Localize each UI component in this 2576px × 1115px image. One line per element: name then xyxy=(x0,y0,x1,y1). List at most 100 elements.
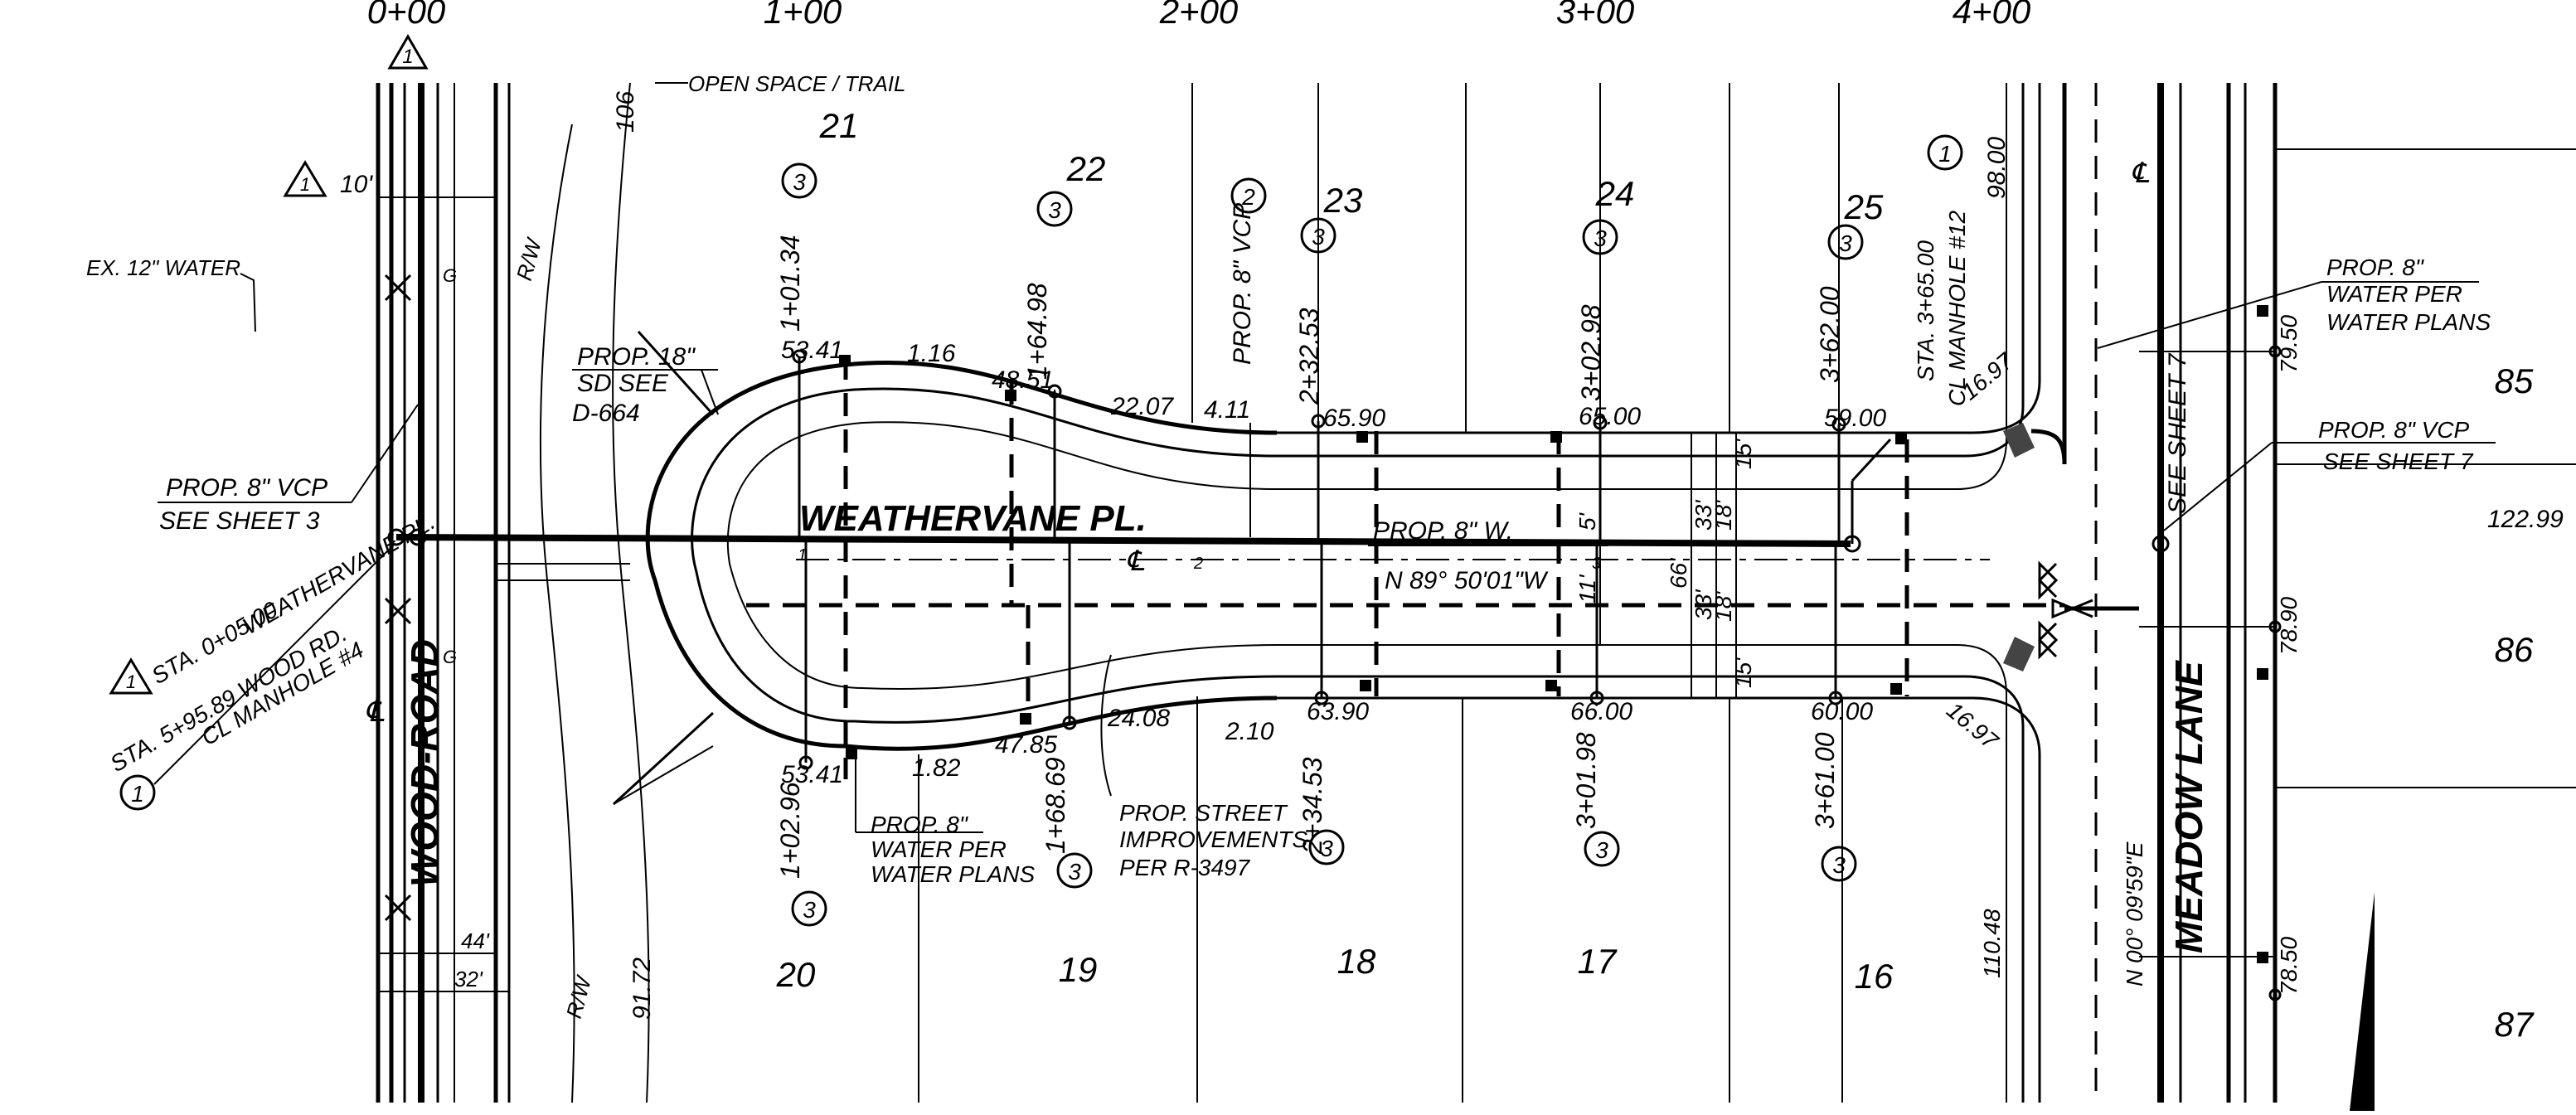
frontage-dim: 66.00 xyxy=(1570,698,1632,725)
width-dim-33: 33' xyxy=(1691,499,1716,531)
wood-road-linework: 10' 1 ℄ xyxy=(283,83,630,1103)
open-space-note: OPEN SPACE / TRAIL xyxy=(688,71,905,96)
lateral-station: 1+01.34 xyxy=(775,235,805,332)
frontage-dim: 1.82 xyxy=(912,754,961,782)
water-note-line3: WATER PLANS xyxy=(871,861,1035,887)
lateral-station: 3+61.00 xyxy=(1810,732,1840,829)
east-water-line2: WATER PER xyxy=(2326,281,2462,307)
lateral-callouts: 3 3 3 3 3 3 3 3 3 3 xyxy=(781,162,1864,927)
cl-station-tick: 1 xyxy=(798,546,807,565)
frontage-dim: 4.11 xyxy=(1204,396,1250,424)
revision-triangle-icon: 1 xyxy=(387,34,429,70)
lot-number: 87 xyxy=(2495,1005,2535,1044)
meter-box-icon xyxy=(839,355,851,366)
cl-station-tick: 2 xyxy=(1193,555,1203,573)
sta-end-line2: CL MANHOLE #12 xyxy=(1944,211,1970,406)
meadow-lane-linework: 79.50 78.90 78.50 SEE SHEET 7 N 00° 09'5… xyxy=(1979,83,2576,1111)
east-vcp-line2: SEE SHEET 7 xyxy=(2323,448,2474,474)
frontage-dim: 22.07 xyxy=(1110,393,1174,420)
north-arrow-icon xyxy=(2350,892,2375,1111)
lot-line-dim: 91.72 xyxy=(628,957,656,1020)
sd-note-line2: SD SEE xyxy=(577,370,669,397)
sewer-main xyxy=(387,438,1892,553)
vcp-note-line1: PROP. 8" VCP xyxy=(166,474,327,502)
start-station-note: 1 STA. 0+05.00 WEATHERVANE PL. STA. 5+95… xyxy=(106,508,439,811)
frontage-dim: 59.00 xyxy=(1824,405,1886,432)
width-dim-33: 33' xyxy=(1691,589,1716,620)
lateral-type-circle: 3 xyxy=(1832,852,1846,878)
frontage-dim: 53.41 xyxy=(781,761,843,788)
prop-water-label: PROP. 8" W. xyxy=(1373,517,1513,545)
manhole-start-icon xyxy=(409,528,427,546)
curb-ramp-icon xyxy=(2003,423,2035,458)
width-dim-18: 18' xyxy=(1710,590,1736,622)
width-dim-66: 66' xyxy=(1666,557,1691,589)
frontage-dim: 60.00 xyxy=(1811,698,1873,725)
south-lot-lines xyxy=(918,696,1843,1103)
centerline-symbol: ℄ xyxy=(2131,158,2150,189)
frontage-dim: 1.16 xyxy=(907,340,956,367)
width-dim-18: 18' xyxy=(1710,499,1736,531)
station-label: 0+00 xyxy=(367,0,446,31)
centerline-symbol: ℄ xyxy=(365,694,385,728)
lateral-station: 2+32.53 xyxy=(1294,308,1324,405)
south-lateral-labels: 1+02.96 1+68.69 2+34.53 3+01.98 3+61.00 xyxy=(775,732,1840,879)
meter-box-icon xyxy=(1545,680,1557,691)
lot-number: 24 xyxy=(1595,174,1635,213)
wood-road-dims: 44' 32' xyxy=(378,928,509,992)
offset-dim-10: 10' xyxy=(340,171,373,198)
valve-icon xyxy=(2051,598,2093,619)
callout-notes: EX. 12" WATER PROP. 18" SD SEE D-664 PRO… xyxy=(86,134,2496,887)
station-label: 3+00 xyxy=(1556,0,1635,31)
revision-triangle-icon: 1 xyxy=(283,160,327,197)
road-dim-32: 32' xyxy=(454,967,483,991)
weathervane-street-linework xyxy=(612,83,2067,1103)
frontage-dim: 2.10 xyxy=(1225,718,1274,745)
lot-line-dim: 106 xyxy=(612,91,639,133)
meter-box-icon xyxy=(1356,431,1368,443)
meadow-lane-label: MEADOW LANE xyxy=(2167,660,2210,953)
lot-number: 22 xyxy=(1066,149,1106,188)
street-note-line2: IMPROVEMENTS xyxy=(1119,827,1307,852)
lateral-station: 3+01.98 xyxy=(1571,732,1601,829)
curb-ramp-icon xyxy=(2003,637,2035,671)
east-water-line1: PROP. 8" xyxy=(2326,255,2424,280)
station-label: 2+00 xyxy=(1159,0,1239,31)
station-label: 4+00 xyxy=(1953,0,2031,31)
meter-box-icon xyxy=(2257,668,2268,680)
north-frontage-dims: 53.41 1.16 48.51 22.07 4.11 65.90 65.00 … xyxy=(781,337,2019,432)
lot-number: 85 xyxy=(2495,361,2534,400)
lateral-station: 3+62.00 xyxy=(1815,286,1845,383)
frontage-dim: 53.41 xyxy=(781,337,843,364)
frontage-dim: 65.00 xyxy=(1579,403,1641,430)
frontage-dim: 48.51 xyxy=(992,366,1054,394)
meter-box-icon xyxy=(1890,683,1902,695)
meter-box-icon xyxy=(1005,390,1016,401)
width-dim-5: 5' xyxy=(1574,511,1600,531)
lot-number: 19 xyxy=(1059,950,1098,989)
utility-g-label: G xyxy=(443,265,457,286)
weathervane-label: WEATHERVANE PL. xyxy=(799,498,1147,539)
end-manhole-circle: 1 xyxy=(1938,141,1952,167)
meter-box-icon xyxy=(1020,713,1031,725)
sd-note-line3: D-664 xyxy=(572,400,640,427)
frontage-dim: 63.90 xyxy=(1307,698,1369,725)
water-main xyxy=(746,83,2139,1103)
bearing-meadow-label: N 00° 09'59"E xyxy=(2122,841,2147,987)
street-note-line3: PER R-3497 xyxy=(1119,855,1251,880)
street-note-line1: PROP. STREET xyxy=(1119,800,1288,826)
lot-number: 20 xyxy=(776,955,816,994)
lateral-type-circle: 3 xyxy=(1068,859,1081,885)
street-width-dims: 66' 33' 33' 18' 18' 15' 15' 5' 11' xyxy=(1574,433,1756,698)
wood-road-label: WOOD-ROAD xyxy=(403,639,446,887)
meter-box-icon xyxy=(2257,952,2268,963)
sd-note-line1: PROP. 18" xyxy=(577,343,696,371)
lateral-type-circle: 3 xyxy=(803,897,816,923)
revision-mark: 1 xyxy=(300,174,310,195)
meter-box-icon xyxy=(1360,680,1371,691)
lot-number: 86 xyxy=(2495,630,2534,669)
centerline-symbol: ℄ xyxy=(1126,545,1145,577)
width-dim-11: 11' xyxy=(1574,574,1600,604)
valve-icon xyxy=(2037,560,2059,600)
meter-box-icon xyxy=(2257,305,2268,317)
